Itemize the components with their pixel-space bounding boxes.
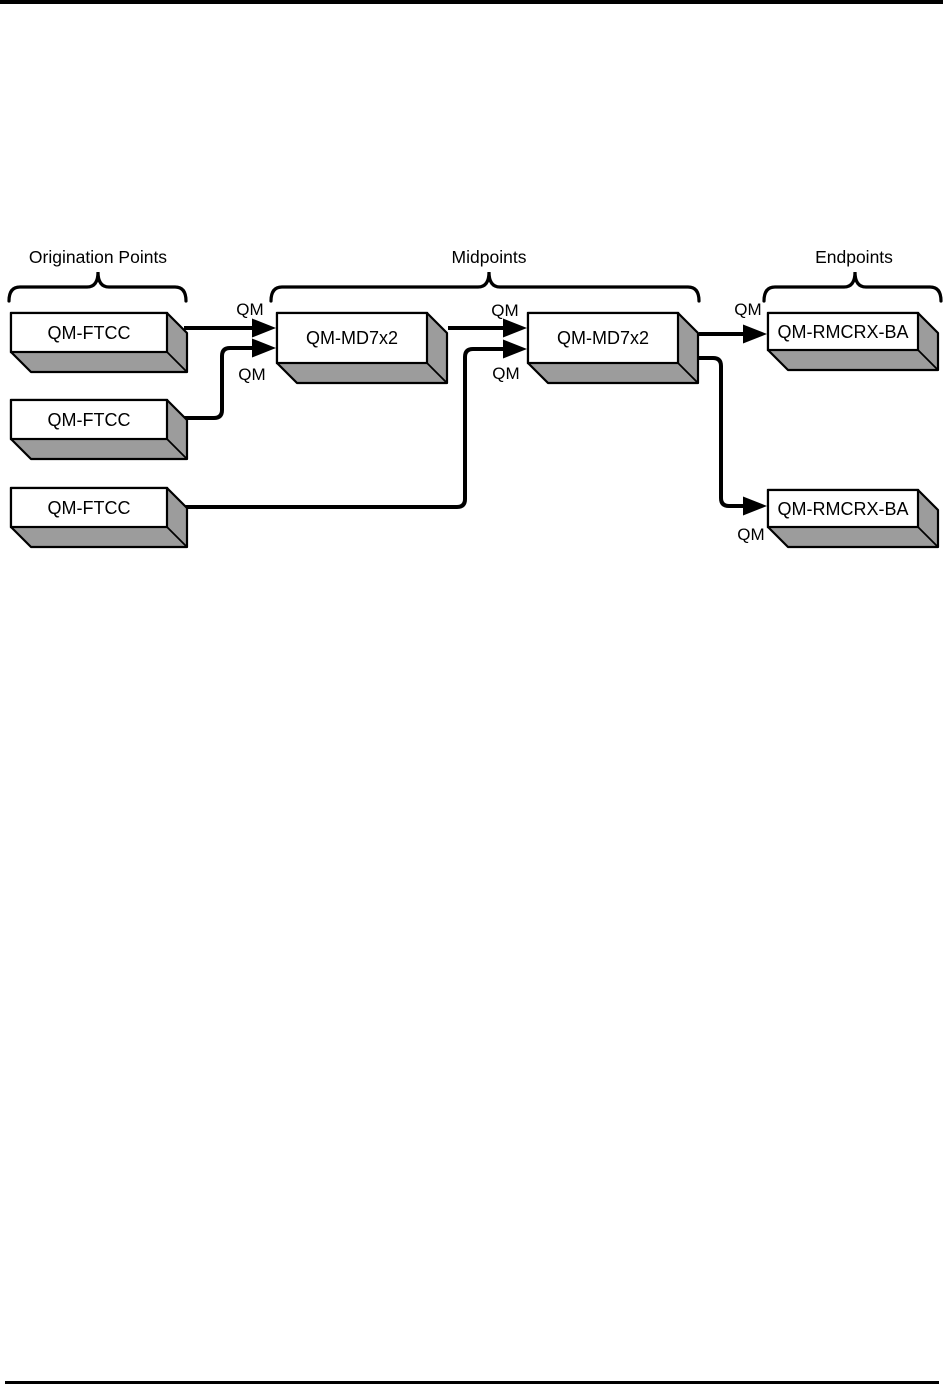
- endpoints-brace: [762, 271, 943, 303]
- edge-label-qm-rmcrx1: QM: [734, 300, 761, 319]
- endpoints-label: Endpoints: [815, 247, 893, 267]
- edge-label-qm-rmcrx2: QM: [737, 525, 764, 544]
- box-front-face: [526, 311, 680, 365]
- arrowhead-md2-to-rmcrx1: [743, 324, 767, 344]
- arrowhead-ftcc1-to-md1: [252, 318, 276, 338]
- edge-label-qm-ftcc2: QM: [238, 365, 265, 384]
- origination-points-label: Origination Points: [29, 247, 167, 267]
- box-3d-edge: [166, 438, 188, 460]
- node-qm-ftcc-1: QM-FTCC: [9, 311, 189, 374]
- node-label: QM-FTCC: [48, 323, 131, 343]
- node-label: QM-MD7x2: [306, 328, 398, 348]
- node-qm-md7x2-1: QM-MD7x2: [275, 311, 449, 385]
- connector-ftcc3-to-md2: [179, 347, 505, 509]
- node-qm-md7x2-2: QM-MD7x2: [526, 311, 700, 385]
- arrowhead-ftcc2-to-md1: [252, 338, 276, 358]
- midpoints-brace: [269, 271, 701, 303]
- node-label: QM-MD7x2: [557, 328, 649, 348]
- connector-md2-to-rmcrx2: [698, 356, 745, 508]
- box-3d-edge: [917, 349, 939, 371]
- box-front-face: [766, 311, 920, 352]
- box-front-face: [9, 311, 169, 354]
- node-qm-rmcrx-ba-1: QM-RMCRX-BA: [766, 311, 940, 372]
- signal-flow-diagram: Origination Points Midpoints Endpoints Q…: [7, 247, 943, 549]
- edge-label-qm-md1: QM: [491, 301, 518, 320]
- node-qm-ftcc-2: QM-FTCC: [9, 398, 189, 461]
- box-front-face: [766, 488, 920, 529]
- page-bottom-rule: [5, 1381, 939, 1384]
- arrowhead-ftcc3-to-md2: [503, 339, 527, 359]
- box-3d-edge: [917, 526, 939, 548]
- node-qm-rmcrx-ba-2: QM-RMCRX-BA: [766, 488, 940, 549]
- box-front-face: [275, 311, 429, 365]
- box-3d-edge: [426, 362, 448, 384]
- arrowhead-md2-to-rmcrx2: [743, 496, 767, 516]
- node-label: QM-RMCRX-BA: [778, 499, 909, 519]
- node-label: QM-RMCRX-BA: [778, 322, 909, 342]
- node-label: QM-FTCC: [48, 498, 131, 518]
- node-label: QM-FTCC: [48, 410, 131, 430]
- origination-points-brace: [7, 271, 188, 303]
- connector-ftcc2-to-md1: [181, 346, 254, 420]
- edge-label-qm-ftcc3: QM: [492, 364, 519, 383]
- arrowhead-md1-to-md2: [503, 318, 527, 338]
- page-top-border: [0, 0, 943, 4]
- edge-label-qm-ftcc1: QM: [236, 300, 263, 319]
- box-3d-edge: [166, 526, 188, 548]
- box-front-face: [9, 486, 169, 529]
- box-front-face: [9, 398, 169, 441]
- box-3d-edge: [677, 362, 699, 384]
- box-3d-edge: [166, 351, 188, 373]
- midpoints-label: Midpoints: [452, 247, 527, 267]
- node-qm-ftcc-3: QM-FTCC: [9, 486, 189, 549]
